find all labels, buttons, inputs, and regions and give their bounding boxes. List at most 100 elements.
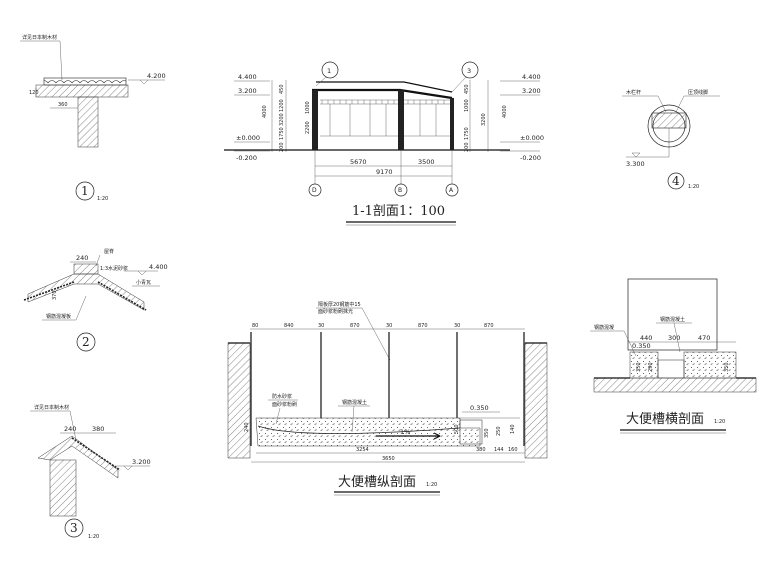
long-slope: 1% bbox=[400, 428, 410, 436]
cross-dim-470: 470 bbox=[698, 334, 710, 342]
sec-right-elev-3: ±0.000 bbox=[520, 134, 544, 142]
sec-inner-dim-1000: 1000 bbox=[305, 101, 311, 114]
detail4-note-right: 压顶线脚 bbox=[688, 89, 708, 96]
long-top-dim-7: 30 bbox=[454, 323, 460, 329]
long-note-top2: 面砂浆粉刷抹光 bbox=[318, 308, 353, 315]
detail2-ridge-cap bbox=[73, 263, 99, 275]
sec-inner-dim-2200: 2200 bbox=[305, 121, 311, 134]
sec-left-dim-1750: 1750 bbox=[279, 127, 285, 140]
long-dim-r3: 250 bbox=[496, 426, 502, 436]
long-trough-slope bbox=[257, 425, 461, 434]
sec-left-dim-200: 200 bbox=[279, 142, 285, 152]
long-dim-380: 380 bbox=[476, 447, 486, 453]
long-elev: 0.350 bbox=[470, 404, 489, 412]
svg-text:A: A bbox=[449, 187, 454, 194]
cross-section-title: 大便槽横剖面 bbox=[626, 412, 704, 427]
sec-right-dim-3200: 3200 bbox=[481, 113, 487, 126]
detail1-elev-mark bbox=[139, 79, 149, 85]
detail3-number: 3 bbox=[70, 521, 78, 535]
detail1-tile-roof bbox=[43, 77, 127, 86]
long-dim-3254: 3254 bbox=[356, 447, 369, 453]
detail2-dim-b: 370 bbox=[52, 290, 58, 300]
sec-callout-1 bbox=[321, 61, 339, 79]
long-dim-r2: 350 bbox=[484, 428, 490, 438]
cross-upper-wall bbox=[627, 278, 718, 351]
detail1-dim-b: 360 bbox=[58, 102, 68, 108]
cross-channel bbox=[657, 359, 685, 379]
detail2-note-right: 小青瓦 bbox=[136, 279, 151, 286]
long-dim-144: 144 bbox=[494, 447, 504, 453]
cross-dim-300: 300 bbox=[668, 334, 680, 342]
long-dim-160: 160 bbox=[508, 447, 518, 453]
section-1-1: 4.400 3.200 ±0.000 -0.200 4000 450 1200 … bbox=[224, 61, 544, 226]
sec-wall-left bbox=[312, 90, 318, 150]
sec-axis-a bbox=[445, 183, 459, 197]
sec-right-elev-4: -0.200 bbox=[520, 154, 541, 162]
cross-dim-440: 440 bbox=[640, 334, 652, 342]
detail2-note-top: 屋脊 bbox=[104, 248, 114, 255]
detail4-coping bbox=[651, 112, 687, 129]
cross-elev: 0.350 bbox=[632, 342, 651, 350]
long-top-dim-3: 30 bbox=[318, 323, 324, 329]
detail2-elev: 4.400 bbox=[149, 263, 168, 271]
long-dim-r1: 500 bbox=[454, 424, 460, 434]
detail3-wall bbox=[49, 459, 77, 517]
long-top-dim-1: 80 bbox=[252, 323, 258, 329]
sec-dim-3500: 3500 bbox=[418, 158, 435, 166]
long-dim-left: 240 bbox=[244, 422, 250, 432]
long-dim-3650: 3650 bbox=[382, 456, 395, 462]
long-section: 80 840 30 870 30 870 30 870 隔板厚20钢筋中15 面… bbox=[227, 301, 548, 496]
svg-text:1: 1 bbox=[327, 67, 331, 75]
detail3-note: 详见日本制木材 bbox=[34, 404, 69, 411]
detail2-dim-a: 240 bbox=[76, 254, 88, 262]
detail3-number-circle bbox=[64, 518, 84, 538]
section-1-1-title: 1-1剖面1：100 bbox=[352, 204, 445, 219]
svg-text:3: 3 bbox=[467, 67, 471, 75]
detail1-elev: 4.200 bbox=[147, 72, 166, 80]
sec-roof-ridge bbox=[316, 81, 453, 93]
detail3-dim-a: 240 bbox=[64, 425, 76, 433]
detail1-note: 详见日本制木材 bbox=[22, 34, 57, 41]
detail2-tile-rows bbox=[23, 281, 147, 311]
sec-callout-3 bbox=[461, 61, 479, 79]
detail4-note-left: 木栏杆 bbox=[626, 89, 641, 96]
svg-text:B: B bbox=[398, 187, 402, 194]
long-section-title: 大便槽纵剖面 bbox=[338, 475, 416, 490]
sec-roof-slab bbox=[312, 88, 453, 100]
sec-left-elev-1: 4.400 bbox=[238, 73, 257, 81]
cross-side-dim-1: 350 bbox=[636, 362, 642, 372]
detail3-dim-b: 380 bbox=[92, 425, 104, 433]
long-top-dim-5: 30 bbox=[386, 323, 392, 329]
long-top-dim-6: 870 bbox=[418, 323, 428, 329]
sec-right-dim-4000: 4000 bbox=[502, 105, 508, 118]
detail2-note-mid: 1:3水泥砂浆 bbox=[100, 265, 128, 272]
long-earth-left bbox=[227, 342, 251, 459]
detail1-number: 1 bbox=[81, 184, 89, 198]
detail3-scale: 1:20 bbox=[88, 534, 99, 540]
sec-axis-b bbox=[394, 183, 408, 197]
long-note-top: 隔板厚20钢筋中15 bbox=[318, 301, 361, 308]
detail4-scale: 1:20 bbox=[688, 184, 699, 190]
detail3-tile-rows bbox=[71, 437, 121, 471]
sec-left-dim-4000: 4000 bbox=[262, 105, 268, 118]
cross-note-left: 钢筋混凝 bbox=[594, 324, 614, 331]
cross-note-right: 钢筋混凝土 bbox=[660, 316, 685, 323]
cross-side-dim-3: 350 bbox=[724, 362, 730, 372]
svg-text:D: D bbox=[312, 187, 317, 194]
long-note-left2: 面砂浆粉刷 bbox=[272, 401, 297, 408]
detail2-note-bottom: 钢筋混凝板 bbox=[46, 313, 71, 320]
detail4-number: 4 bbox=[672, 174, 680, 188]
detail-1: 详见日本制木材 120 360 4.200 1 1:20 bbox=[20, 34, 166, 202]
long-note-center: 钢筋混凝土 bbox=[342, 399, 367, 406]
detail2-ridge-slab bbox=[27, 273, 145, 311]
long-earth-right bbox=[524, 342, 548, 459]
sec-axis-d bbox=[308, 183, 322, 197]
detail4-elev: 3.300 bbox=[626, 160, 645, 168]
cross-trough-right bbox=[683, 351, 737, 379]
long-section-scale: 1:20 bbox=[426, 482, 437, 488]
sec-left-dim-450: 450 bbox=[279, 84, 285, 94]
detail3-elev: 3.200 bbox=[132, 458, 151, 466]
detail1-leader-v bbox=[59, 40, 63, 81]
detail-3: 详见日本制木材 240 380 3.200 3 1:20 bbox=[30, 404, 151, 540]
cross-earth bbox=[593, 377, 757, 393]
